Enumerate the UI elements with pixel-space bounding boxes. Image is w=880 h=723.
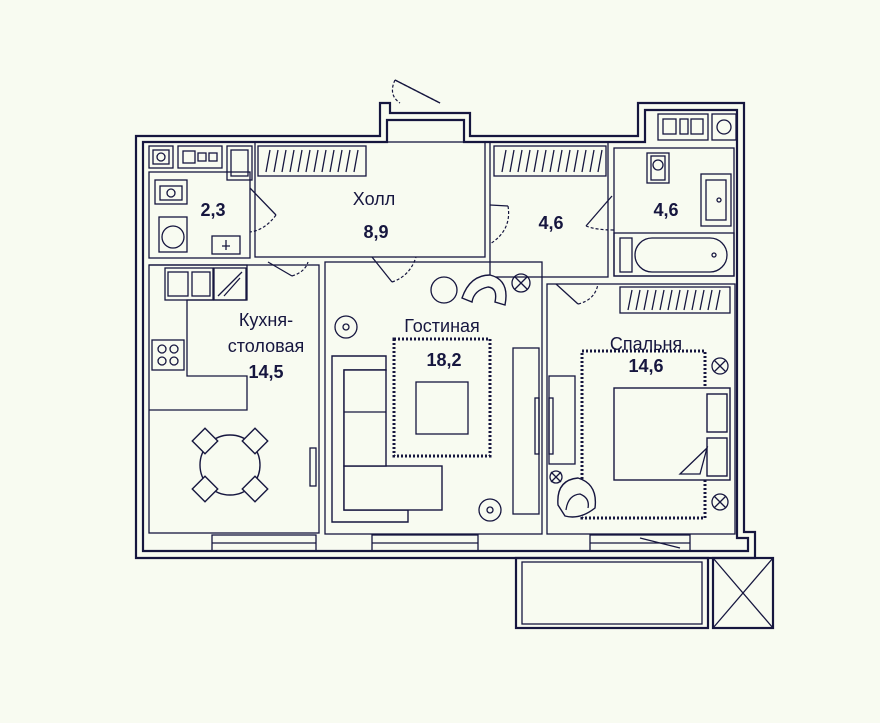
windows	[211, 534, 691, 552]
kitchen-furniture	[149, 264, 317, 503]
wc-fixtures	[154, 179, 241, 255]
bathroom-area: 4,6	[653, 200, 679, 220]
kitchen-area: 14,5	[248, 362, 284, 382]
interior-walls	[148, 141, 736, 535]
hall-area: 8,9	[363, 222, 389, 242]
wc-area: 2,3	[200, 200, 226, 220]
living-area: 18,2	[426, 350, 462, 370]
utility-boxes	[148, 113, 737, 181]
outer-walls	[134, 101, 757, 560]
kitchen-name-line1: Кухня-	[238, 310, 294, 330]
doors	[249, 79, 681, 549]
living-name: Гостиная	[404, 316, 480, 336]
bathroom-fixtures	[613, 152, 735, 277]
storage-area: 4,6	[538, 213, 564, 233]
balcony	[514, 556, 775, 630]
living-furniture	[331, 273, 540, 523]
bedroom-furniture	[548, 349, 731, 520]
wardrobes	[257, 145, 731, 314]
hall-name: Холл	[352, 189, 396, 209]
bedroom-area: 14,6	[628, 356, 664, 376]
bedroom-name: Спальня	[609, 334, 683, 354]
kitchen-name-line2: столовая	[227, 336, 305, 356]
